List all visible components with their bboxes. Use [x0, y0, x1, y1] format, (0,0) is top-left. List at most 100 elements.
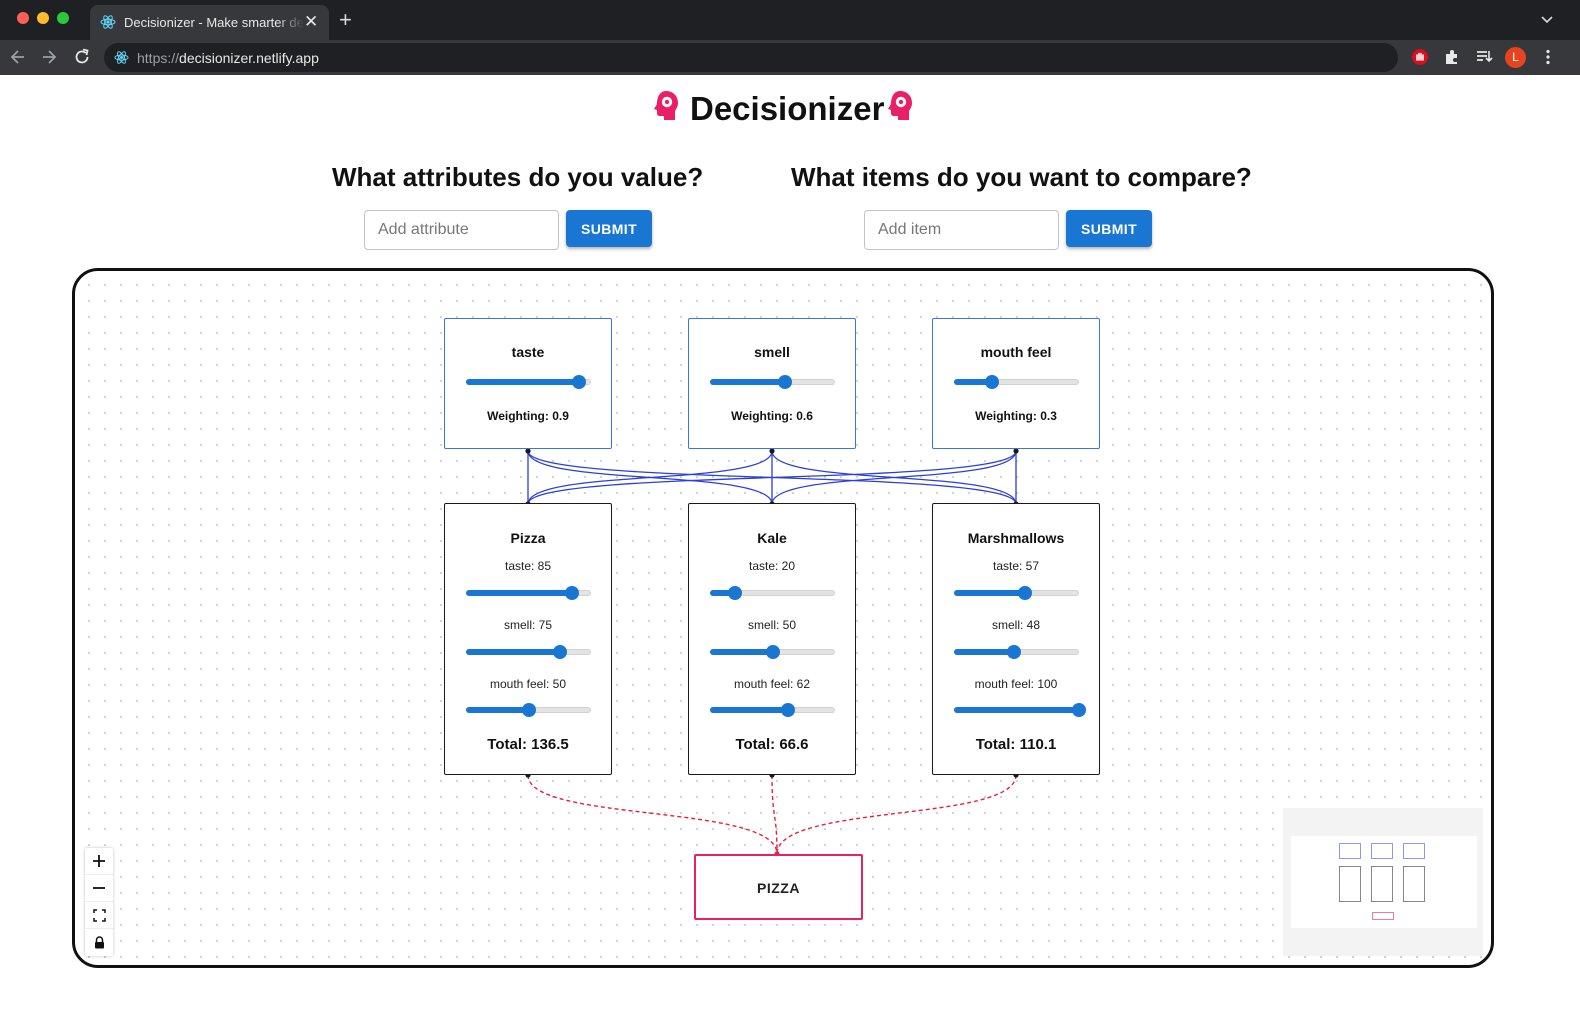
weight-slider[interactable] — [466, 372, 591, 392]
tab-close-icon[interactable]: ✕ — [304, 12, 319, 31]
lock-icon — [94, 936, 104, 949]
slider-thumb[interactable] — [984, 375, 999, 389]
slider-thumb[interactable] — [521, 703, 536, 717]
zoom-out-button[interactable] — [85, 875, 113, 902]
slider-thumb[interactable] — [1018, 586, 1033, 600]
profile-avatar[interactable]: L — [1505, 47, 1526, 68]
tab-search-chevron-icon[interactable] — [1538, 10, 1556, 28]
handle-smell-bottom — [769, 448, 775, 454]
app-title: Decisionizer — [690, 90, 885, 127]
back-icon[interactable] — [8, 47, 28, 67]
app-header: Decisionizer — [0, 88, 1580, 132]
edges-layer — [525, 448, 1019, 857]
react-icon — [100, 15, 116, 29]
score-label: mouth feel: 100 — [974, 677, 1058, 691]
slider-thumb[interactable] — [552, 645, 567, 659]
minimap-node — [1339, 843, 1361, 859]
attributes-heading: What attributes do you value? — [332, 162, 704, 192]
forward-icon[interactable] — [39, 47, 59, 67]
result-node[interactable]: PIZZA — [694, 854, 863, 920]
slider-thumb[interactable] — [1007, 645, 1021, 659]
submit-item-button[interactable]: SUBMIT — [1066, 210, 1152, 247]
submit-attribute-button[interactable]: SUBMIT — [566, 210, 652, 247]
score-label: taste: 85 — [504, 559, 552, 573]
slider-thumb[interactable] — [1072, 703, 1086, 717]
attribute-node-taste[interactable]: taste Weighting: 0.9 — [444, 318, 612, 449]
minus-icon — [93, 887, 105, 889]
edge-kale-result — [771, 774, 778, 855]
score-slider[interactable] — [466, 583, 591, 603]
score-slider[interactable] — [710, 700, 835, 720]
score-slider[interactable] — [954, 583, 1079, 603]
attribute-name: taste — [511, 344, 545, 360]
slider-thumb[interactable] — [780, 703, 795, 717]
reload-icon[interactable] — [72, 47, 92, 67]
zoom-in-button[interactable] — [85, 848, 113, 875]
slider-thumb[interactable] — [571, 375, 586, 389]
handle-mouthfeel-bottom — [1013, 448, 1019, 454]
score-slider[interactable] — [954, 642, 1079, 662]
score-slider[interactable] — [710, 583, 835, 603]
edge-marshmallows-result — [776, 774, 1017, 855]
score-slider[interactable] — [954, 700, 1086, 720]
fit-view-button[interactable] — [85, 902, 113, 929]
extensions-puzzle-icon[interactable] — [1442, 47, 1462, 67]
address-bar[interactable]: https://decisionizer.netlify.app — [104, 43, 1398, 72]
item-result-edges — [527, 774, 1017, 855]
browser-tab[interactable]: Decisionizer - Make smarter decisions ✕ — [90, 5, 329, 40]
score-label: mouth feel: 50 — [489, 677, 567, 691]
slider-thumb[interactable] — [765, 645, 780, 659]
more-menu-icon[interactable] — [1538, 47, 1558, 67]
lock-button[interactable] — [85, 929, 113, 956]
items-heading: What items do you want to compare? — [791, 162, 1252, 192]
attribute-item-edges — [527, 450, 1017, 505]
weight-slider[interactable] — [710, 372, 835, 392]
slider-thumb[interactable] — [565, 586, 580, 600]
window-minimize-button[interactable] — [37, 12, 49, 24]
plus-icon — [93, 855, 105, 867]
total-label: Total: 136.5 — [487, 736, 569, 753]
score-slider[interactable] — [466, 700, 591, 720]
score-slider[interactable] — [466, 642, 591, 662]
slider-thumb[interactable] — [728, 586, 742, 600]
weight-slider[interactable] — [954, 372, 1079, 392]
new-tab-button[interactable]: + — [339, 7, 352, 32]
minimap-node — [1372, 912, 1394, 920]
edge-mouthfeel-pizza — [527, 450, 1017, 505]
item-node-kale[interactable]: Kale taste: 20 smell: 50 mouth feel: 62 … — [688, 503, 856, 775]
item-node-pizza[interactable]: Pizza taste: 85 smell: 75 mouth feel: 50… — [444, 503, 612, 775]
minimap[interactable] — [1283, 808, 1483, 956]
attribute-node-mouth-feel[interactable]: mouth feel Weighting: 0.3 — [932, 318, 1100, 449]
edge-smell-pizza — [527, 450, 773, 505]
edge-mouthfeel-kale — [771, 450, 1017, 505]
score-label: smell: 75 — [503, 618, 553, 632]
site-info-icon[interactable] — [114, 50, 129, 65]
item-name: Kale — [757, 530, 787, 546]
slider-thumb[interactable] — [778, 375, 792, 389]
handle-taste-bottom — [525, 448, 531, 454]
hand-extension-icon[interactable] — [1410, 47, 1430, 67]
add-item-input[interactable] — [864, 210, 1059, 250]
minimap-node — [1403, 866, 1425, 902]
brain-gear-logo-icon — [654, 91, 678, 120]
total-label: Total: 110.1 — [975, 736, 1057, 753]
edge-pizza-result — [527, 774, 778, 855]
fit-view-icon — [92, 908, 106, 922]
item-node-marshmallows[interactable]: Marshmallows taste: 57 smell: 48 mouth f… — [932, 503, 1100, 775]
attribute-name: smell — [754, 344, 790, 360]
item-name: Marshmallows — [967, 530, 1065, 546]
score-label: mouth feel: 62 — [733, 677, 811, 691]
browser-toolbar: https://decisionizer.netlify.app L — [0, 40, 1580, 75]
window-close-button[interactable] — [17, 12, 29, 24]
score-label: smell: 50 — [747, 618, 797, 632]
weighting-label: Weighting: 0.9 — [487, 409, 569, 423]
flow-canvas[interactable]: taste Weighting: 0.9 smell Weighting: 0.… — [72, 268, 1494, 968]
window-maximize-button[interactable] — [57, 12, 69, 24]
score-slider[interactable] — [710, 642, 835, 662]
reading-list-icon[interactable] — [1474, 47, 1494, 67]
score-label: taste: 20 — [748, 559, 796, 573]
attribute-node-smell[interactable]: smell Weighting: 0.6 — [688, 318, 856, 449]
total-label: Total: 66.6 — [735, 736, 809, 753]
add-attribute-input[interactable] — [364, 210, 559, 250]
minimap-node — [1371, 843, 1393, 859]
